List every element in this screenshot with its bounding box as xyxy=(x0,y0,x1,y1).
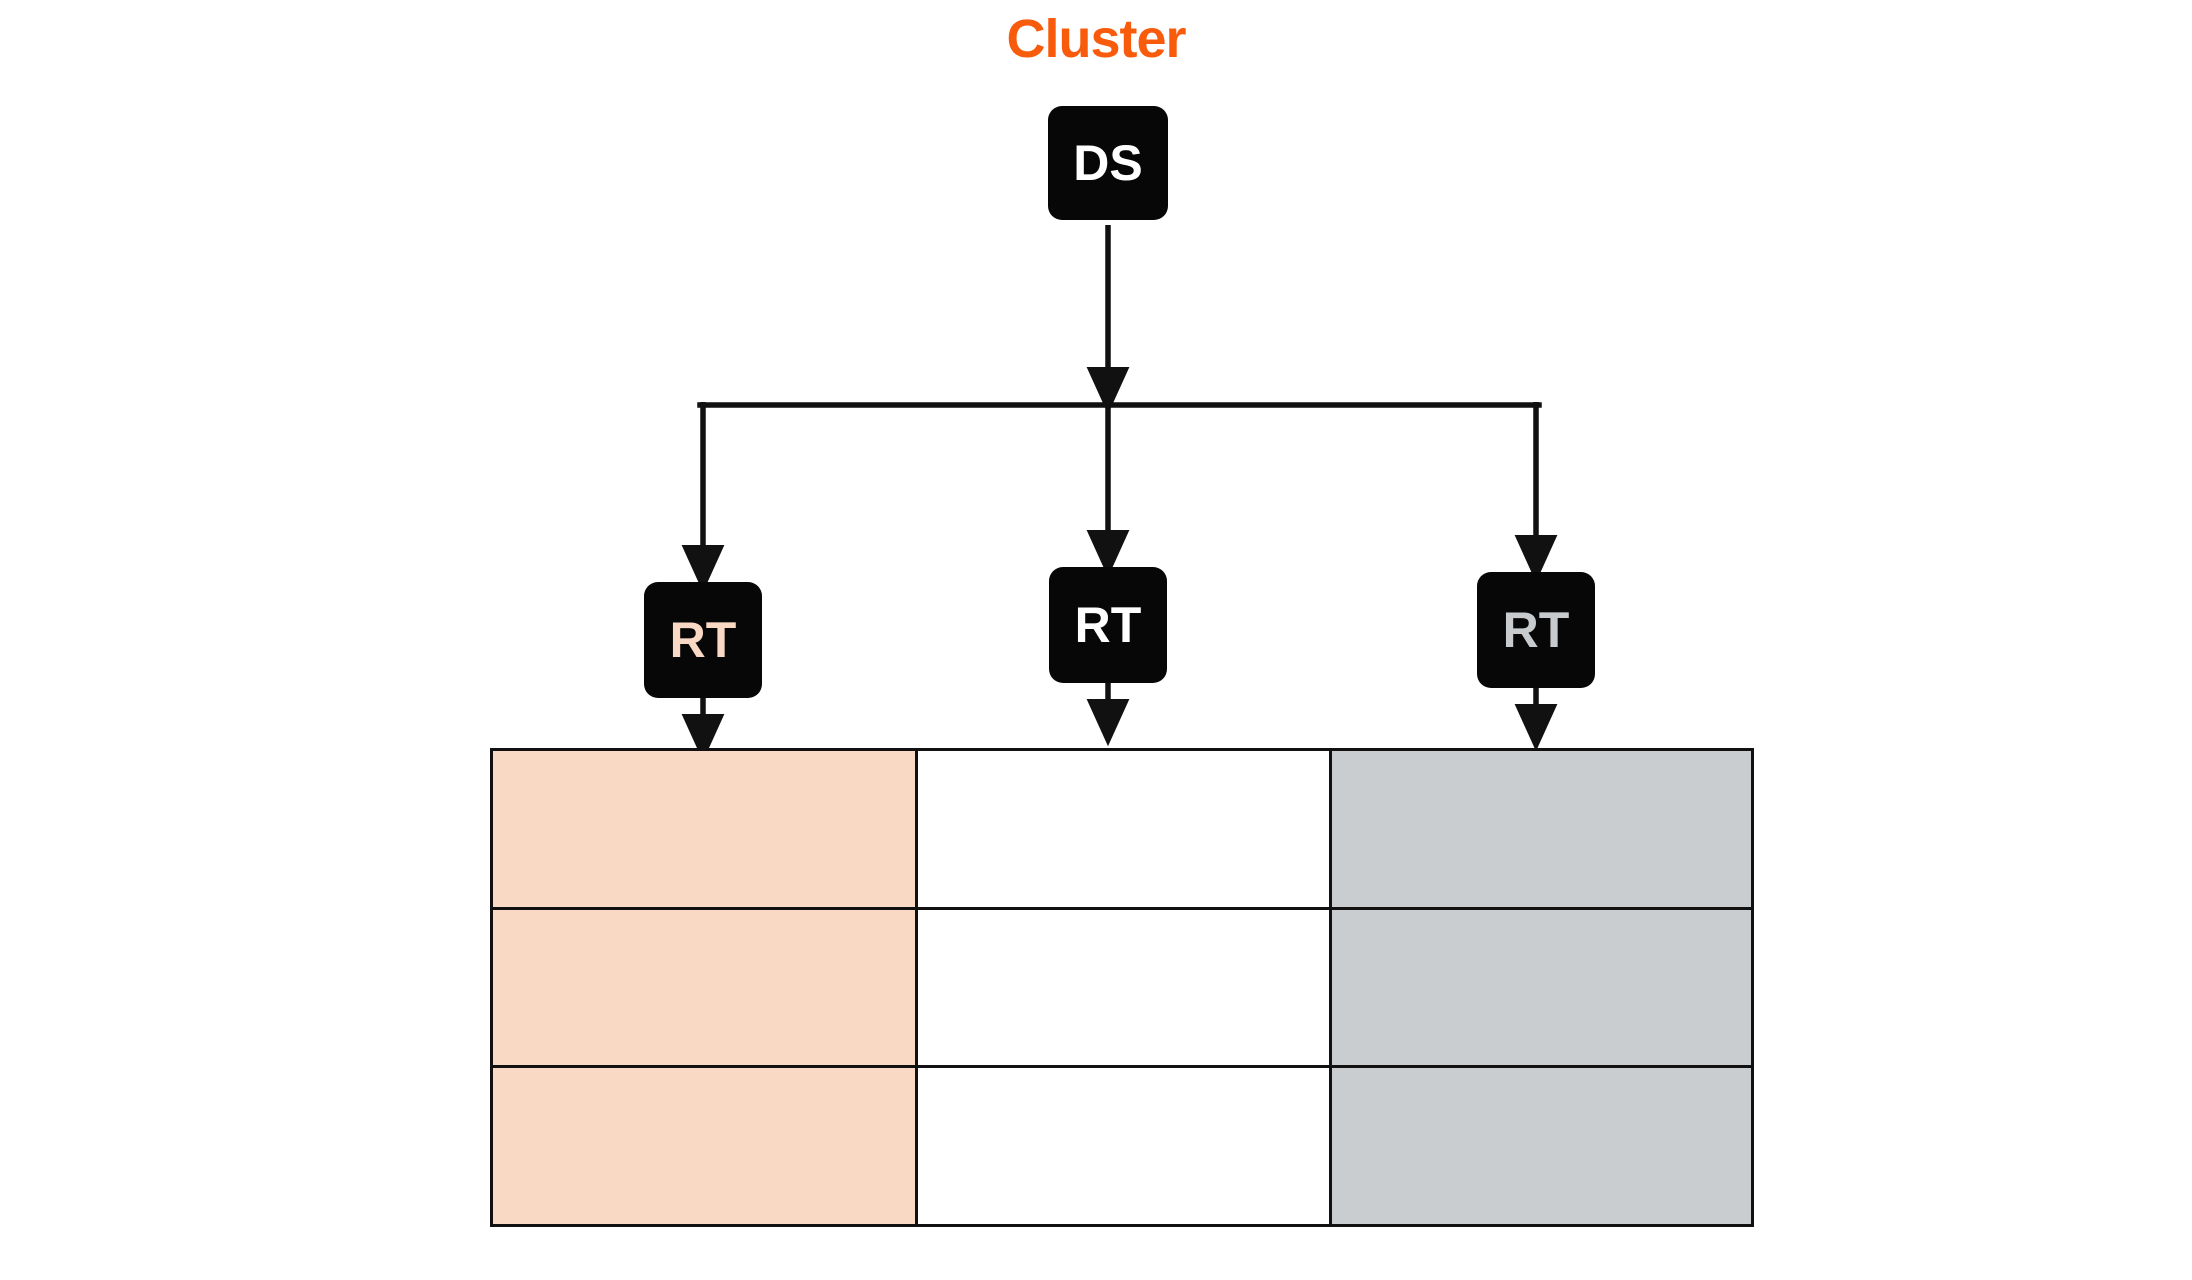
rt-node-2-label: RT xyxy=(1074,597,1142,653)
table-cell[interactable] xyxy=(1329,907,1754,1068)
table-cell[interactable] xyxy=(1329,748,1754,910)
table-row xyxy=(490,748,1754,910)
partition-table xyxy=(490,748,1754,1227)
ds-node-label: DS xyxy=(1073,135,1143,191)
table-cell[interactable] xyxy=(915,907,1332,1068)
rt-node-2[interactable]: RT xyxy=(1049,567,1167,683)
table-cell[interactable] xyxy=(490,907,918,1068)
rt-node-1[interactable]: RT xyxy=(644,582,762,698)
table-row xyxy=(490,1065,1754,1227)
table-cell[interactable] xyxy=(1329,1065,1754,1227)
ds-node[interactable]: DS xyxy=(1048,106,1168,220)
table-cell[interactable] xyxy=(490,1065,918,1227)
table-cell[interactable] xyxy=(915,1065,1332,1227)
table-cell[interactable] xyxy=(915,748,1332,910)
rt-node-3[interactable]: RT xyxy=(1477,572,1595,688)
table-row xyxy=(490,907,1754,1068)
page-title: Cluster xyxy=(1006,9,1186,69)
rt-node-1-label: RT xyxy=(669,612,737,668)
rt-node-3-label: RT xyxy=(1502,602,1570,658)
table-cell[interactable] xyxy=(490,748,918,910)
